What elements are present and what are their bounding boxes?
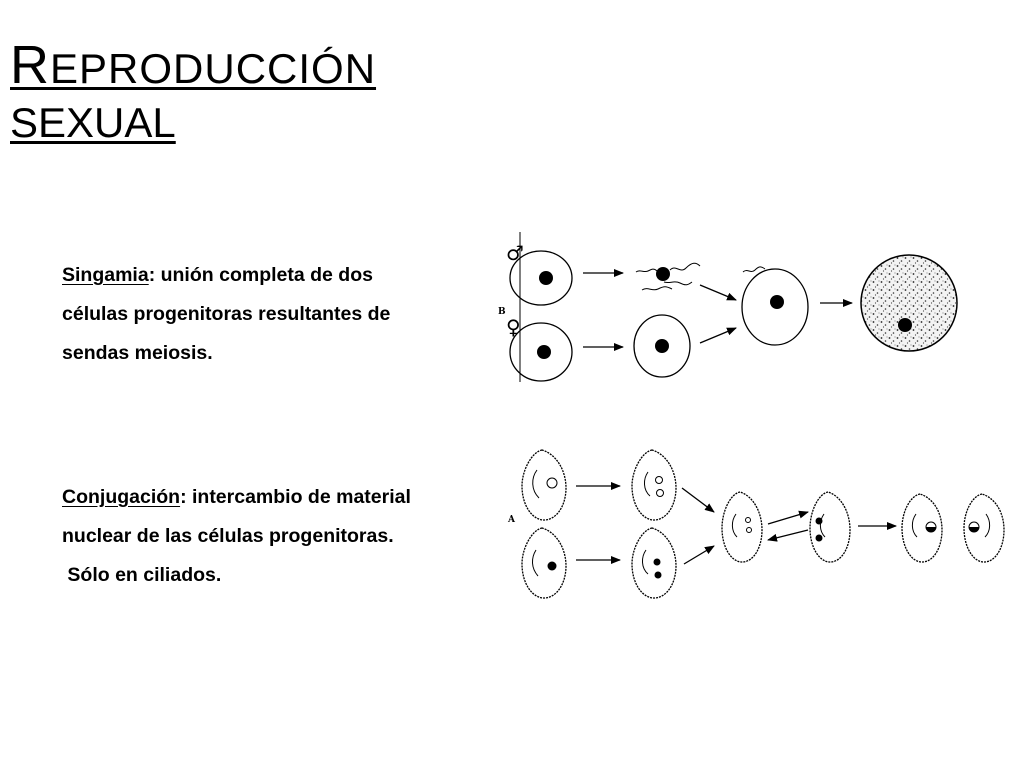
singamia-line-3: sendas meiosis. xyxy=(62,342,213,364)
singamia-figure: ♂ B ♀ xyxy=(498,232,958,382)
ciliate-1 xyxy=(521,449,567,521)
arrow-a2 xyxy=(681,487,715,513)
arrow-a5 xyxy=(767,510,809,525)
ciliate-6 xyxy=(809,491,851,563)
zygote-nucleus xyxy=(898,318,912,332)
ciliate-7 xyxy=(901,493,943,563)
title-line-1: Reproducción xyxy=(10,38,376,92)
male-gamete-cell xyxy=(509,250,573,306)
sperm-small-2 xyxy=(641,286,673,291)
ciliate-4 xyxy=(631,527,677,599)
female-nucleus xyxy=(537,345,551,359)
fertilized-cell xyxy=(741,268,809,346)
arrow-b4 xyxy=(699,327,737,344)
ciliate-2 xyxy=(631,449,677,521)
arrow-b2 xyxy=(699,284,737,301)
conjugacion-figure: A xyxy=(507,449,1005,599)
figure-a-letter: A xyxy=(507,515,516,525)
title-line-1-rest: eproducción xyxy=(50,45,377,92)
sperm-small-1 xyxy=(635,268,658,273)
female-symbol: ♀ xyxy=(506,315,521,339)
figure-b-letter: B xyxy=(498,307,506,317)
slide-title: Reproducción SEXUAL xyxy=(10,38,376,144)
sperm-small-3 xyxy=(663,281,693,286)
conjugacion-line-1: Conjugación: intercambio de material xyxy=(62,478,522,517)
egg-nucleus xyxy=(655,339,669,353)
singamia-line-1: Singamia: unión completa de dos xyxy=(62,256,522,295)
male-symbol: ♂ xyxy=(506,241,524,265)
conjugacion-definition-start: : intercambio de material xyxy=(180,486,411,508)
ciliate-3 xyxy=(521,527,567,599)
arrow-a6 xyxy=(767,529,809,542)
title-line-2: SEXUAL xyxy=(10,99,176,146)
conjugacion-line-2: nuclear de las células progenitoras. xyxy=(62,525,394,547)
fertilizing-sperm-tail xyxy=(742,266,766,273)
singamia-paragraph: Singamia: unión completa de dos células … xyxy=(62,256,522,373)
female-gamete-cell xyxy=(509,322,573,382)
ciliate-8 xyxy=(963,493,1005,563)
male-nucleus xyxy=(539,271,553,285)
egg-cell xyxy=(633,314,691,378)
title-first-letter: R xyxy=(10,35,50,95)
arrow-a4 xyxy=(683,545,715,565)
fertilized-nucleus xyxy=(770,295,784,309)
zygote xyxy=(860,254,958,352)
conjugacion-term: Conjugación xyxy=(62,486,181,508)
sperm-head xyxy=(656,267,670,281)
singamia-definition-start: : unión completa de dos xyxy=(148,264,373,286)
singamia-term: Singamia xyxy=(62,264,149,286)
conjugacion-line-3: Sólo en ciliados. xyxy=(62,564,222,586)
singamia-line-2: células progenitoras resultantes de xyxy=(62,303,391,325)
ciliate-5 xyxy=(721,491,763,563)
conjugacion-paragraph: Conjugación: intercambio de material nuc… xyxy=(62,478,522,595)
sperm-tail xyxy=(669,262,701,271)
